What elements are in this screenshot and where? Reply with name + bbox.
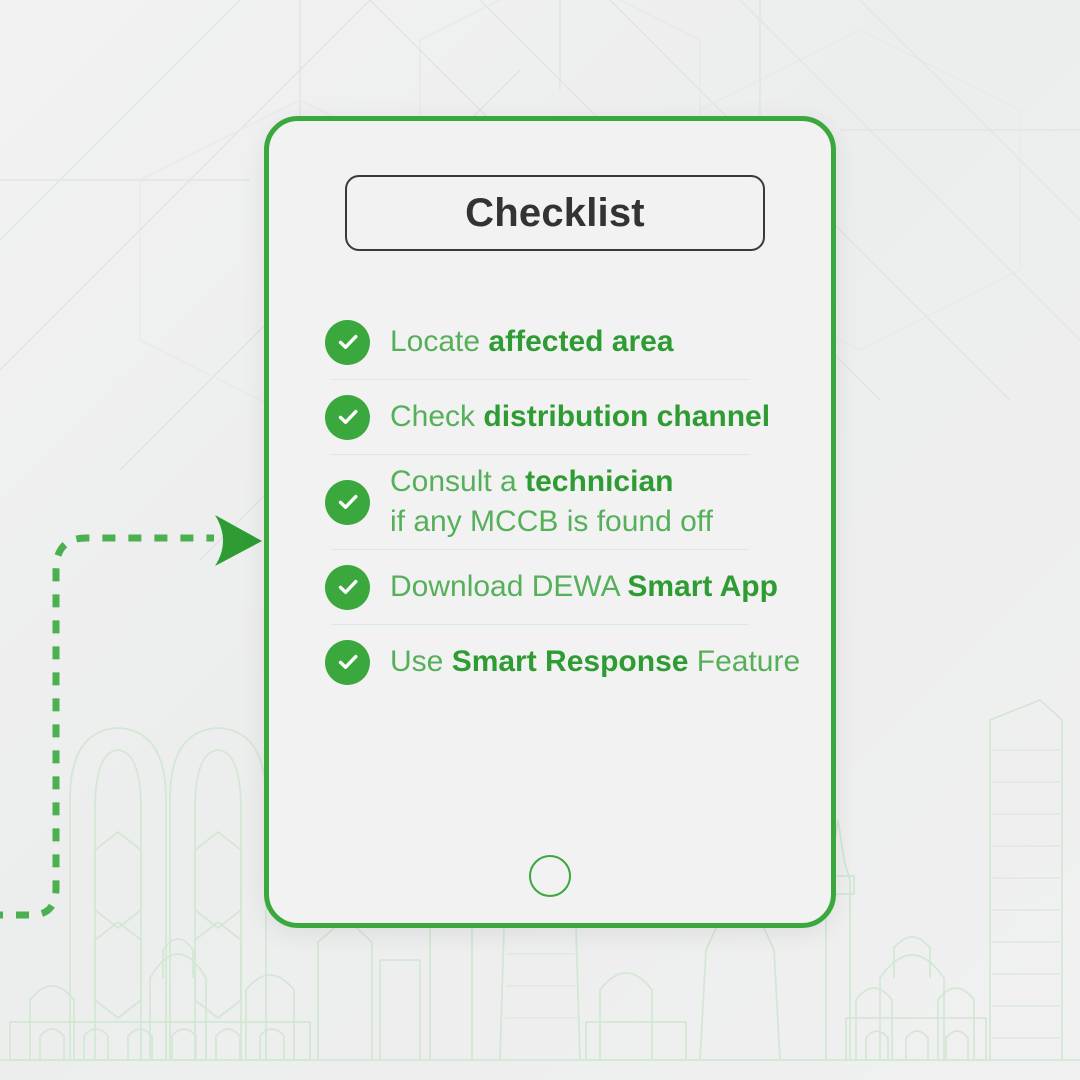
check-circle-icon xyxy=(325,479,370,525)
list-divider xyxy=(331,454,749,455)
page-title: Checklist xyxy=(465,190,645,235)
check-circle-icon xyxy=(325,394,370,440)
list-divider xyxy=(331,624,749,625)
list-item-label: Download DEWA Smart App xyxy=(390,570,778,604)
list-item[interactable]: Use Smart Response Feature xyxy=(325,625,805,699)
tablet-device: Checklist Locate affected area xyxy=(264,116,836,928)
list-item[interactable]: Download DEWA Smart App xyxy=(325,550,805,624)
home-button[interactable] xyxy=(529,855,571,897)
list-item-label: Check distribution channel xyxy=(390,400,771,434)
list-divider xyxy=(331,379,749,380)
list-item-label: Use Smart Response Feature xyxy=(390,645,801,679)
list-item[interactable]: Locate affected area xyxy=(325,305,805,379)
checklist: Locate affected area Check distribution … xyxy=(325,305,805,699)
check-circle-icon xyxy=(325,639,370,685)
check-circle-icon xyxy=(325,319,370,365)
list-divider xyxy=(331,549,749,550)
list-item[interactable]: Check distribution channel xyxy=(325,380,805,454)
list-item-label: Locate affected area xyxy=(390,325,674,359)
checklist-title-box: Checklist xyxy=(345,175,765,251)
check-circle-icon xyxy=(325,564,370,610)
